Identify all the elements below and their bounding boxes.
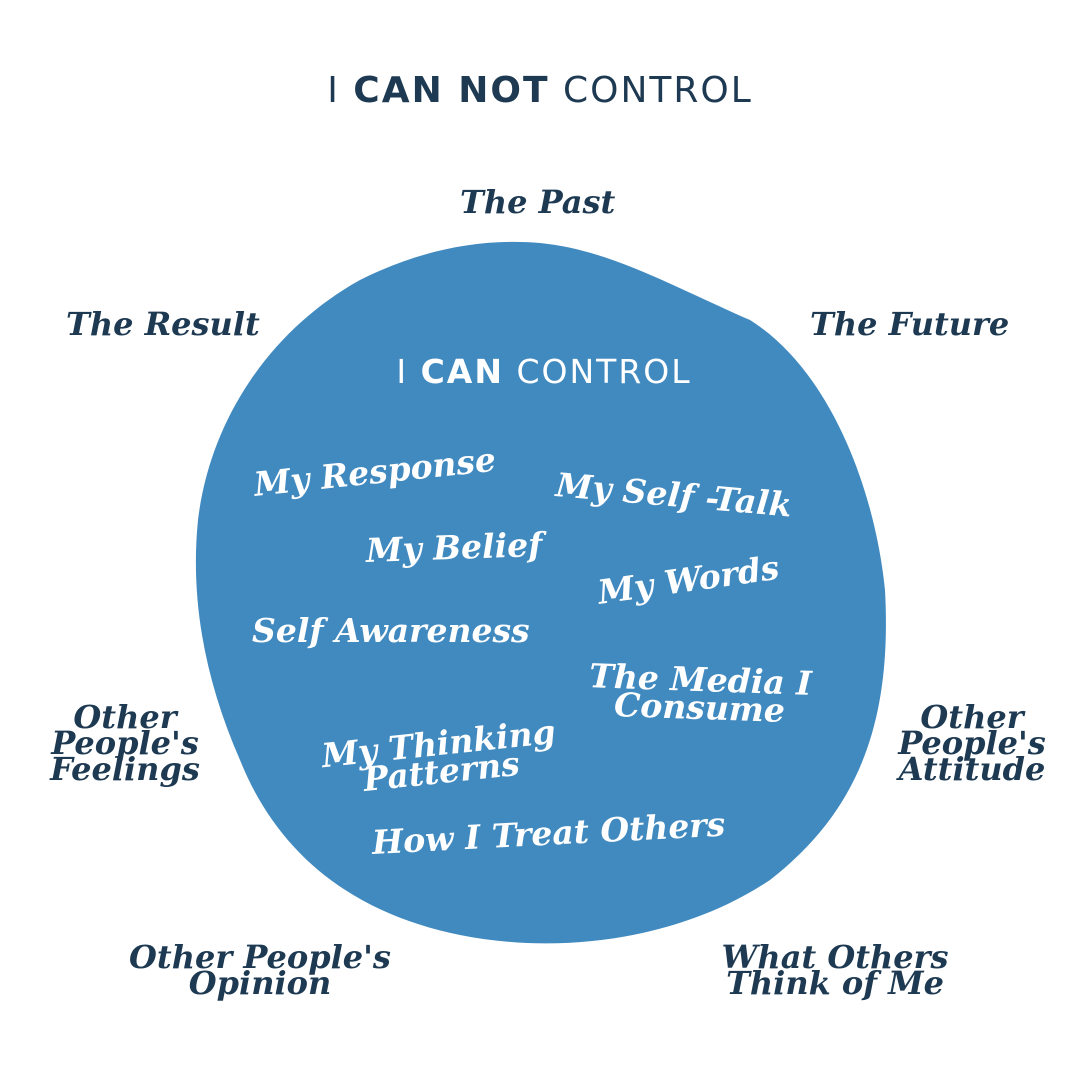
can-control-blob bbox=[195, 241, 886, 944]
opinion-line-2: Opinion bbox=[188, 964, 332, 1002]
feelings-line-2: People's bbox=[51, 724, 199, 762]
cannot-control-future: The Future bbox=[810, 305, 1010, 343]
can-control-self-awareness: Self Awareness bbox=[252, 611, 530, 650]
others-think-line-1: What Others bbox=[721, 938, 949, 976]
cannot-control-result: The Result bbox=[66, 305, 260, 343]
can-control-heading-suffix: CONTROL bbox=[516, 352, 692, 391]
cannot-control-opinion: Other People's Opinion bbox=[120, 938, 400, 1002]
cannot-control-heading: I CAN NOT CONTROL bbox=[0, 70, 1080, 111]
others-think-line-2: Think of Me bbox=[726, 964, 944, 1002]
cannot-control-past: The Past bbox=[460, 183, 616, 221]
feelings-line-1: Other bbox=[73, 698, 177, 736]
media-line-2: Consume bbox=[613, 685, 786, 730]
can-control-heading-prefix: I bbox=[396, 352, 409, 391]
can-control-belief: My Belief bbox=[365, 524, 543, 570]
attitude-line-3: Attitude bbox=[898, 750, 1046, 788]
attitude-line-1: Other bbox=[920, 698, 1024, 736]
cannot-control-feelings: Other People's Feelings bbox=[30, 698, 220, 788]
feelings-line-3: Feelings bbox=[50, 750, 200, 788]
can-control-heading-emphasis: CAN bbox=[420, 352, 504, 391]
cannot-control-heading-prefix: I bbox=[327, 70, 340, 111]
cannot-control-heading-emphasis: CAN NOT bbox=[353, 70, 550, 111]
can-control-media: The Media I Consume bbox=[584, 656, 816, 730]
cannot-control-heading-suffix: CONTROL bbox=[562, 70, 753, 111]
cannot-control-attitude: Other People's Attitude bbox=[872, 698, 1072, 788]
opinion-line-1: Other People's bbox=[129, 938, 391, 976]
attitude-line-2: People's bbox=[898, 724, 1046, 762]
cannot-control-others-think: What Others Think of Me bbox=[700, 938, 970, 1002]
can-control-heading: I CAN CONTROL bbox=[0, 352, 1080, 391]
